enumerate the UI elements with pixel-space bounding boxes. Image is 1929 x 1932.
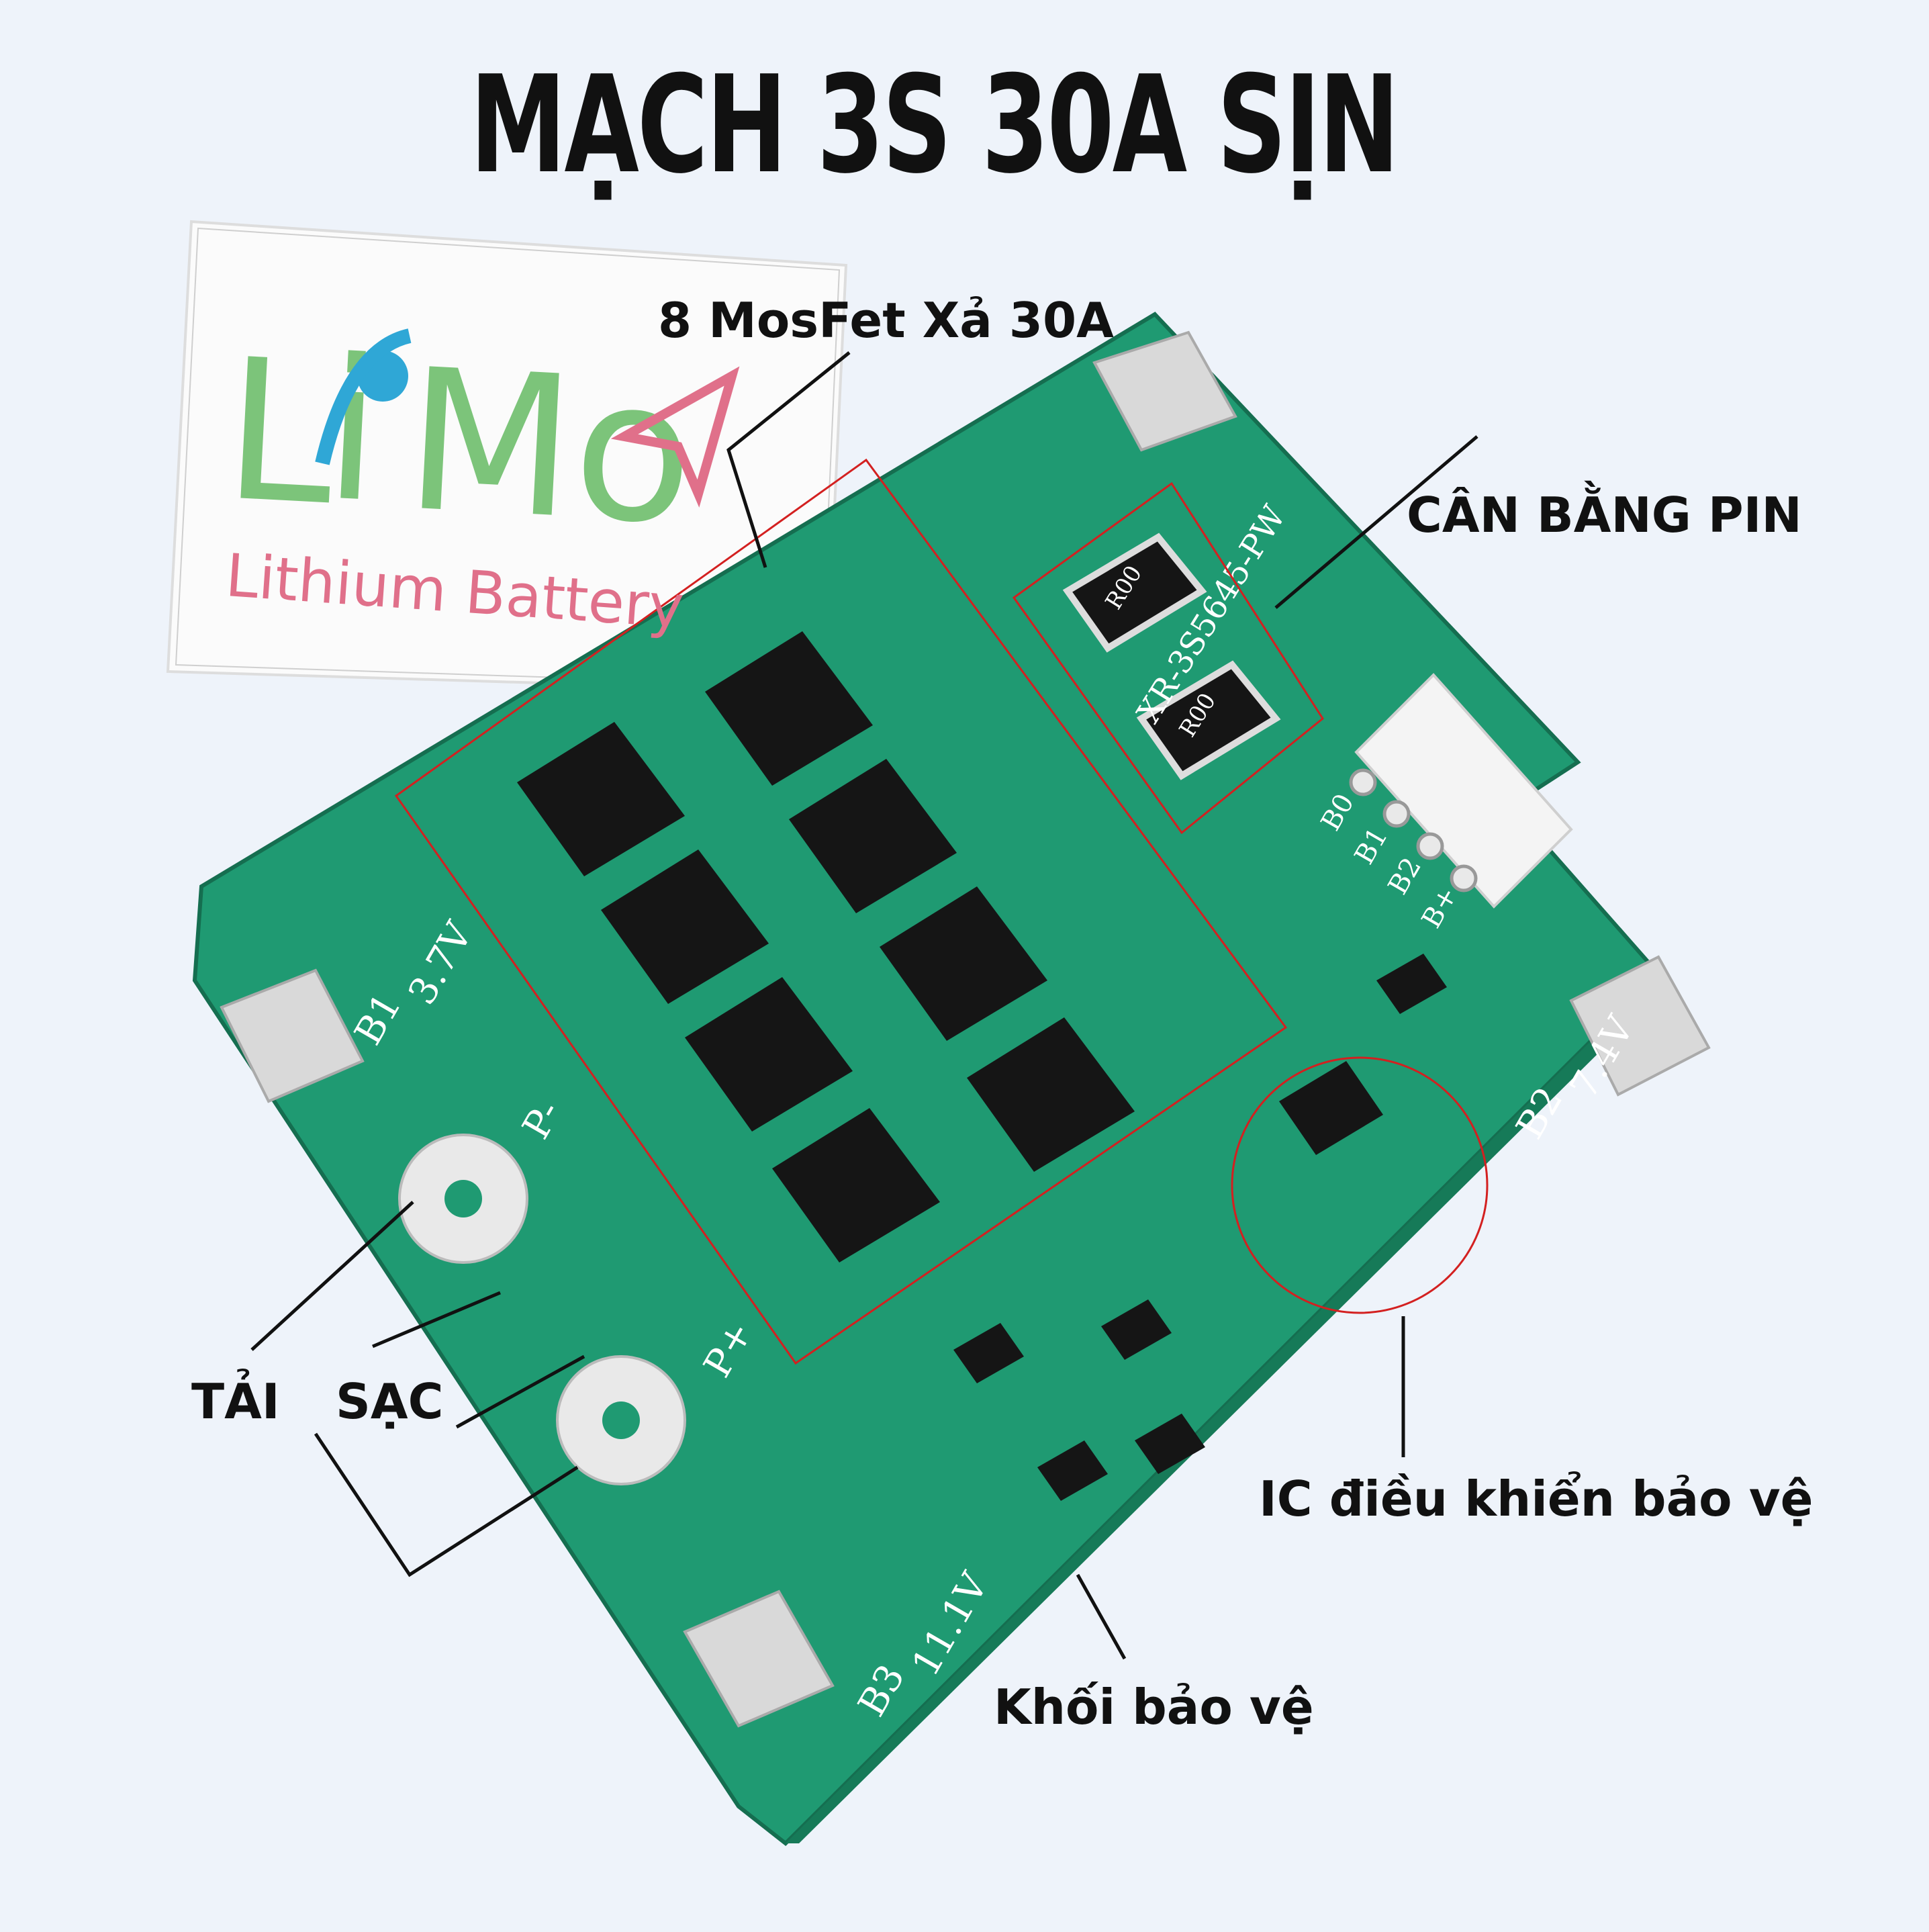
pcb-board: B1 3.7V P- P+ B2 7.4V B3 11.1V XR-3S5645… xyxy=(192,312,1711,1847)
balance-highlight-box xyxy=(1012,481,1324,835)
charge-annotation: SẠC xyxy=(336,1373,444,1430)
ic-annotation: IC điều khiển bảo vệ xyxy=(1259,1471,1814,1527)
solder-pad-b1 xyxy=(220,968,365,1103)
mosfet-array xyxy=(517,631,1135,1262)
load-annotation: TẢI xyxy=(191,1373,280,1430)
ic-highlight-circle xyxy=(1231,1056,1489,1314)
mosfet-annotation: 8 MosFet Xả 30A xyxy=(658,292,1114,349)
protection-block-annotation: Khối bảo vệ xyxy=(994,1679,1314,1735)
logo-mark: L xyxy=(219,317,340,549)
page-title: MẠCH 3S 30A SỊN xyxy=(470,47,1400,203)
annotation-lines xyxy=(250,351,1478,1660)
balance-annotation: CÂN BẰNG PIN xyxy=(1407,487,1802,543)
solder-pad-b2 xyxy=(1569,955,1711,1097)
solder-pad-b3plus xyxy=(1092,330,1237,452)
solder-pad-b3 xyxy=(683,1590,835,1728)
svg-text:Mo: Mo xyxy=(400,327,699,568)
protection-ic-chip xyxy=(1279,1061,1383,1155)
mosfet-highlight-box xyxy=(394,458,1288,1365)
logo-card: L i Mo xyxy=(166,220,848,694)
